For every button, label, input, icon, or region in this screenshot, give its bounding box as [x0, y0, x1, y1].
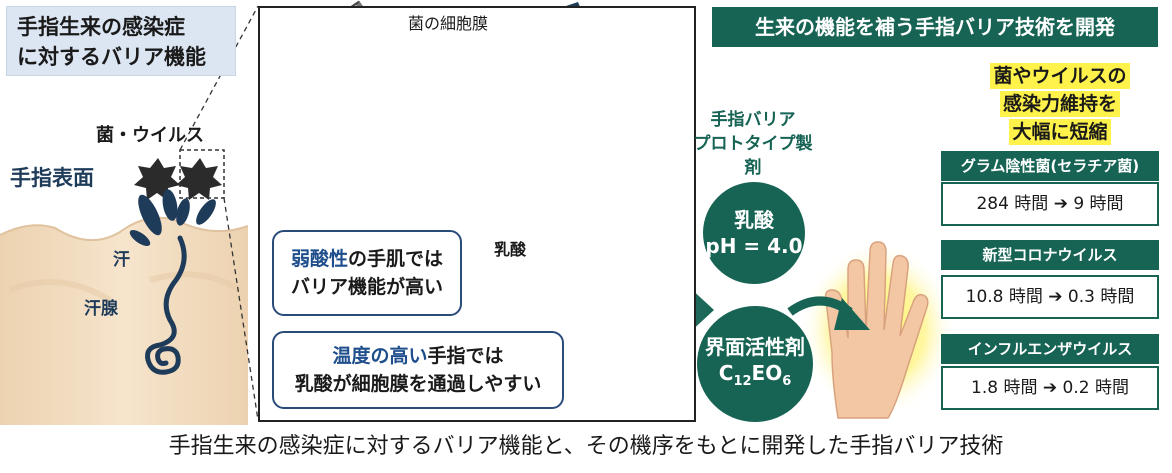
pathogen-header-influenza: インフルエンザウイルス — [941, 334, 1159, 364]
left-title-line1: 手指生来の感染症 — [17, 15, 185, 39]
box1-highlight: 弱酸性 — [290, 248, 348, 270]
membrane-label: 菌の細胞膜 — [408, 14, 489, 33]
skin-surface-label: 手指表面 — [10, 166, 94, 190]
prototype-line1: 手指バリア — [710, 110, 796, 130]
zoom-source-box — [179, 149, 225, 199]
surfactant-circle: 界面活性剤 C12EO6 — [697, 306, 813, 422]
sweat-gland — [145, 235, 187, 375]
pathogen-result-influenza: 1.8 時間 ➔ 0.2 時間 — [941, 366, 1159, 410]
burst-text: 菌やウイルス を不活化 — [506, 58, 646, 110]
effect-line3: 大幅に短縮 — [1009, 119, 1111, 145]
box1-line2: バリア機能が高い — [290, 276, 443, 298]
left-panel-title: 手指生来の感染症 に対するバリア機能 — [6, 6, 236, 76]
circle2-line1: 界面活性剤 — [705, 334, 805, 359]
pathogen-result-gram-negative: 284 時間 ➔ 9 時間 — [941, 182, 1159, 226]
right-panel-title: 生来の機能を補う手指バリア技術を開発 — [712, 7, 1158, 47]
pathogen-result-covid: 10.8 時間 ➔ 0.3 時間 — [941, 275, 1159, 319]
left-title-line2: に対するバリア機能 — [17, 45, 206, 69]
virus-star-icon — [134, 158, 222, 200]
circle1-line2: pH = 4.0 — [705, 234, 803, 258]
effect-text: 菌やウイルスの 感染力維持を 大幅に短縮 — [960, 62, 1160, 146]
box2-highlight: 温度の高い — [332, 345, 428, 367]
effect-line1: 菌やウイルスの — [990, 63, 1130, 89]
info-box-temperature: 温度の高い手指では 乳酸が細胞膜を通過しやすい — [272, 331, 564, 409]
lactic-acid-label: 乳酸 — [494, 240, 527, 259]
box2-rest: 手指では — [427, 345, 504, 367]
hand-icon — [824, 241, 929, 419]
curved-arrow-icon — [787, 296, 870, 330]
burst-text-line2: を不活化 — [540, 86, 612, 107]
sweat-label: 汗 — [113, 250, 130, 270]
prototype-line2: プロトタイプ製剤 — [693, 134, 813, 178]
circle2-formula: C12EO6 — [718, 360, 792, 389]
circle1-line1: 乳酸 — [734, 208, 774, 232]
pathogen-label: 菌・ウイルス — [96, 125, 204, 146]
box1-rest: の手肌では — [348, 248, 444, 270]
sweat-droplets — [129, 189, 216, 247]
pathogen-header-covid: 新型コロナウイルス — [941, 240, 1159, 270]
box2-line2: 乳酸が細胞膜を通過しやすい — [294, 373, 542, 395]
effect-line2: 感染力維持を — [999, 91, 1120, 117]
skin-block — [0, 216, 249, 425]
sweat-gland-label: 汗腺 — [84, 299, 118, 319]
info-box-weak-acid: 弱酸性の手肌では バリア機能が高い — [272, 230, 462, 316]
figure-caption: 手指生来の感染症に対するバリア機能と、その機序をもとに開発した手指バリア技術 — [168, 434, 1004, 459]
lactic-acid-circle: 乳酸 pH = 4.0 — [703, 182, 805, 284]
prototype-label: 手指バリア プロトタイプ製剤 — [688, 108, 818, 180]
pathogen-header-gram-negative: グラム陰性菌(セラチア菌) — [941, 151, 1159, 181]
burst-text-line1: 菌やウイルス — [522, 60, 630, 81]
